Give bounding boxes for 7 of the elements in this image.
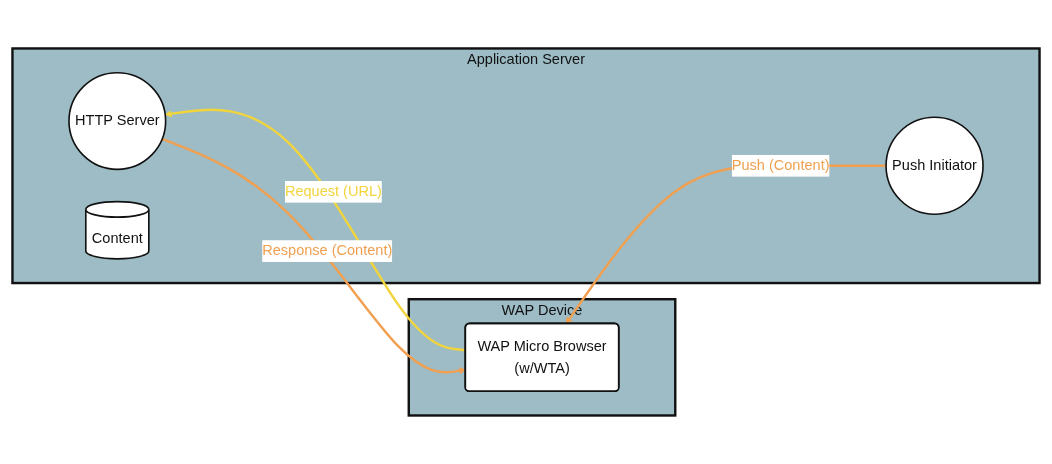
node-circle: Push Initiator: [885, 116, 984, 216]
arrow: [161, 137, 466, 375]
node-circle: HTTP Server: [68, 71, 167, 171]
arrow: [164, 108, 466, 352]
edge-label: Response (Content): [262, 242, 393, 259]
edge-label: Request (URL): [284, 183, 382, 200]
edge-label: Push (Content): [731, 157, 830, 174]
